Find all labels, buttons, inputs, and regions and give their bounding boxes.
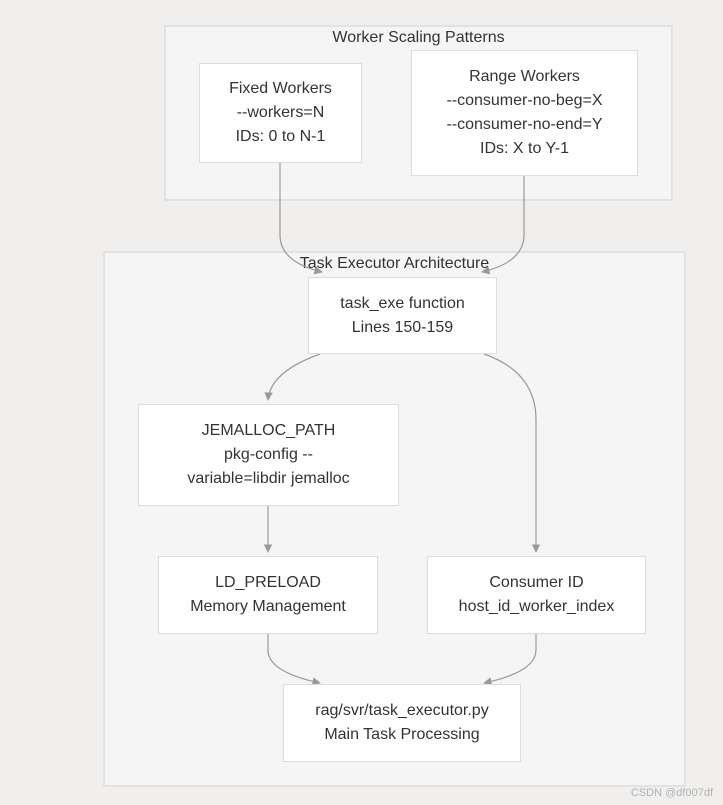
edge-task-exe-to-consumer-id [483,353,541,553]
node-jemalloc-path[interactable]: JEMALLOC_PATH pkg-config -- variable=lib… [138,404,399,506]
node-fixed-workers-line-2: --workers=N [236,104,325,121]
node-range-workers-line-3: --consumer-no-end=Y [446,116,603,133]
node-fixed-workers-line-3: IDs: 0 to N-1 [235,128,326,145]
node-task-executor-py-line-1: rag/svr/task_executor.py [315,702,489,719]
node-jemalloc-line-2: pkg-config -- [224,446,313,463]
node-fixed-workers[interactable]: Fixed Workers --workers=N IDs: 0 to N-1 [199,63,362,163]
edge-ld-preload-to-task-executor-py [267,634,321,686]
node-range-workers-line-4: IDs: X to Y-1 [480,140,569,157]
node-task-exe-function[interactable]: task_exe function Lines 150-159 [308,277,497,354]
node-task-exe-line-2: Lines 150-159 [351,318,454,336]
node-task-executor-py-line-2: Main Task Processing [324,726,480,743]
edge-range-to-task-exe [481,176,525,275]
node-range-workers[interactable]: Range Workers --consumer-no-beg=X --cons… [411,50,638,176]
node-fixed-workers-line-1: Fixed Workers [229,80,332,97]
node-ld-preload-line-2: Memory Management [190,598,346,615]
node-consumer-id[interactable]: Consumer ID host_id_worker_index [427,556,646,634]
node-jemalloc-line-1: JEMALLOC_PATH [201,422,336,439]
node-consumer-id-line-2: host_id_worker_index [458,598,615,615]
edge-fixed-to-task-exe [279,163,323,275]
edge-task-exe-to-jemalloc [264,353,321,401]
node-ld-preload-line-1: LD_PRELOAD [215,574,321,591]
cluster-title-worker-scaling: Worker Scaling Patterns [332,29,505,46]
node-range-workers-line-1: Range Workers [469,68,580,85]
edge-consumer-id-to-task-executor-py [483,634,537,686]
watermark-text: CSDN @df007df [630,787,713,799]
node-jemalloc-line-3: variable=libdir jemalloc [187,470,350,487]
node-range-workers-line-2: --consumer-no-beg=X [446,92,603,109]
node-task-executor-py[interactable]: rag/svr/task_executor.py Main Task Proce… [283,684,521,762]
node-task-exe-line-1: task_exe function [340,294,465,312]
node-ld-preload[interactable]: LD_PRELOAD Memory Management [158,556,378,634]
cluster-title-task-executor: Task Executor Architecture [299,255,490,272]
node-consumer-id-line-1: Consumer ID [489,574,584,591]
